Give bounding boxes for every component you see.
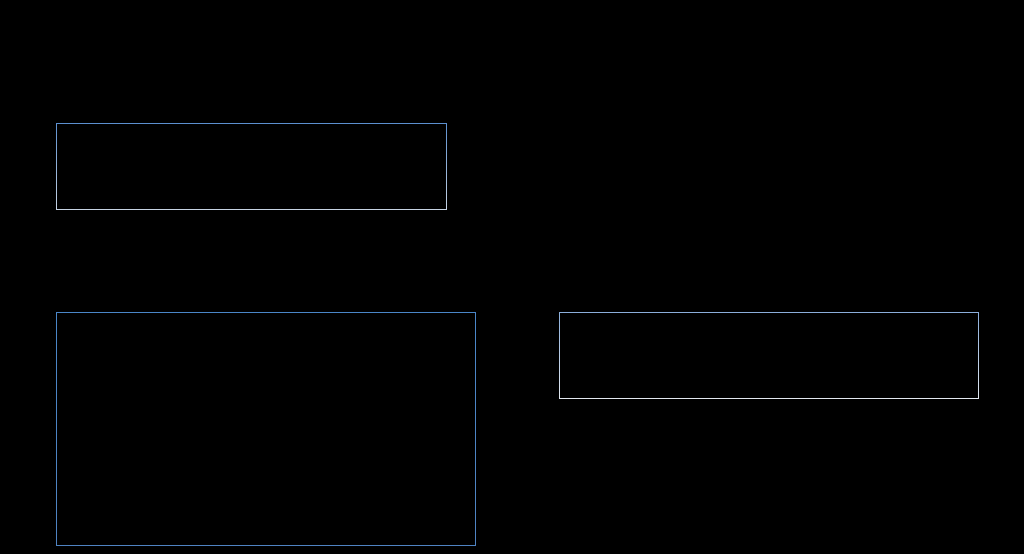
panel-top-left [56,123,447,210]
panel-bottom-left [56,312,476,546]
panel-middle-right [559,312,979,399]
